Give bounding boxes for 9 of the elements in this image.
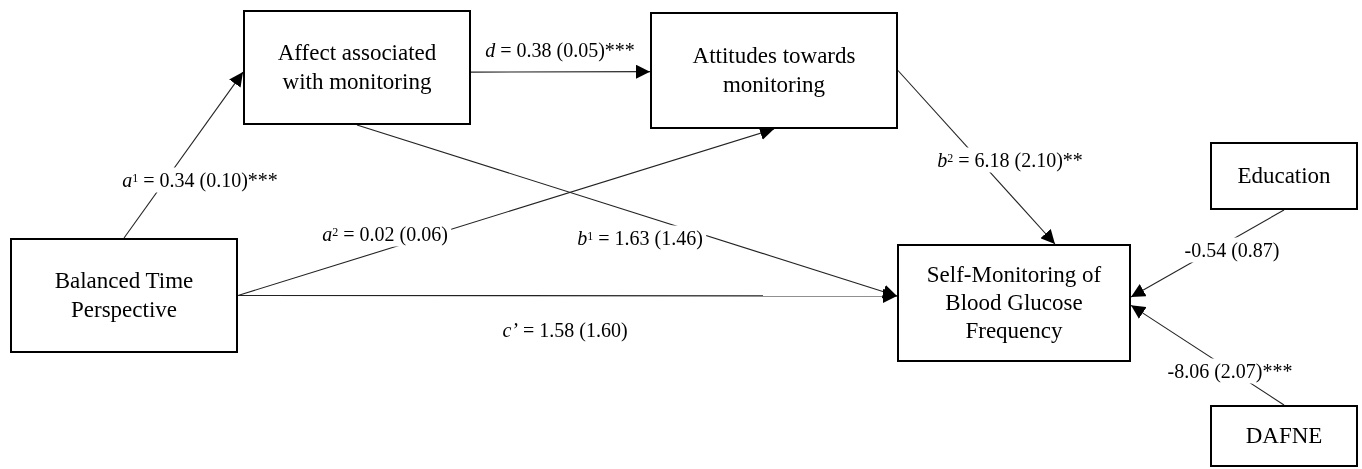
variable-box: Self-Monitoring of Blood Glucose Frequency [897, 244, 1131, 362]
arrow [356, 124, 898, 299]
arrow [237, 288, 898, 303]
variable-box: DAFNE [1210, 405, 1358, 467]
variable-box: Attitudes towards monitoring [650, 12, 898, 129]
variable-box: Balanced Time Perspective [10, 238, 238, 353]
variable-box: Affect associated with monitoring [243, 10, 471, 125]
variable-box: Education [1210, 142, 1358, 210]
arrow [470, 64, 651, 79]
